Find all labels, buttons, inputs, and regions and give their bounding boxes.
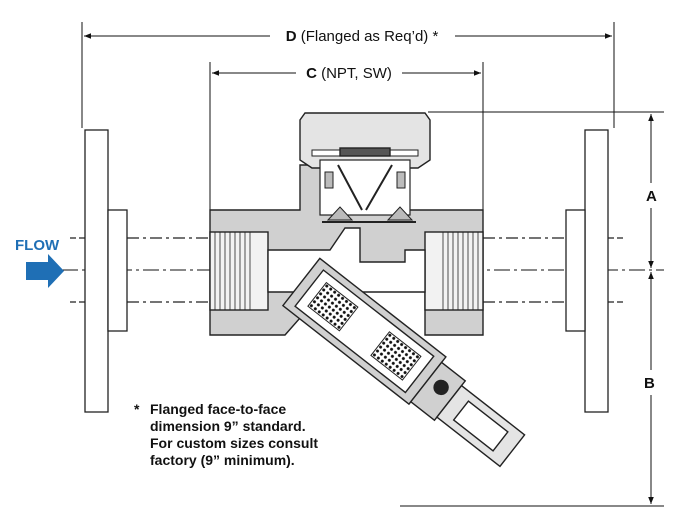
footnote-line: For custom sizes consult xyxy=(150,435,319,451)
dimension-a-b: A B xyxy=(400,111,664,507)
right-flange xyxy=(483,129,624,413)
valve-body xyxy=(209,164,484,336)
dimension-d: D (Flanged as Req’d) * xyxy=(81,22,615,128)
footnote-line: Flanged face-to-face xyxy=(150,401,287,417)
strainer-leg xyxy=(281,257,526,468)
flow-indicator: FLOW xyxy=(15,237,64,288)
flow-arrow-icon xyxy=(26,254,64,288)
left-flange xyxy=(70,129,210,413)
footnote-line: dimension 9” standard. xyxy=(150,418,306,434)
top-cap xyxy=(299,112,431,223)
dimension-a-label: A xyxy=(646,188,657,205)
footnote-line: factory (9” minimum). xyxy=(150,452,295,468)
flow-label: FLOW xyxy=(15,237,60,254)
dimension-d-label: D (Flanged as Req’d) * xyxy=(286,28,439,45)
footnote-marker: * xyxy=(134,401,140,417)
dimension-c-label: C (NPT, SW) xyxy=(306,65,392,82)
dimension-c: C (NPT, SW) xyxy=(209,62,484,215)
dimension-b-label: B xyxy=(644,375,655,392)
